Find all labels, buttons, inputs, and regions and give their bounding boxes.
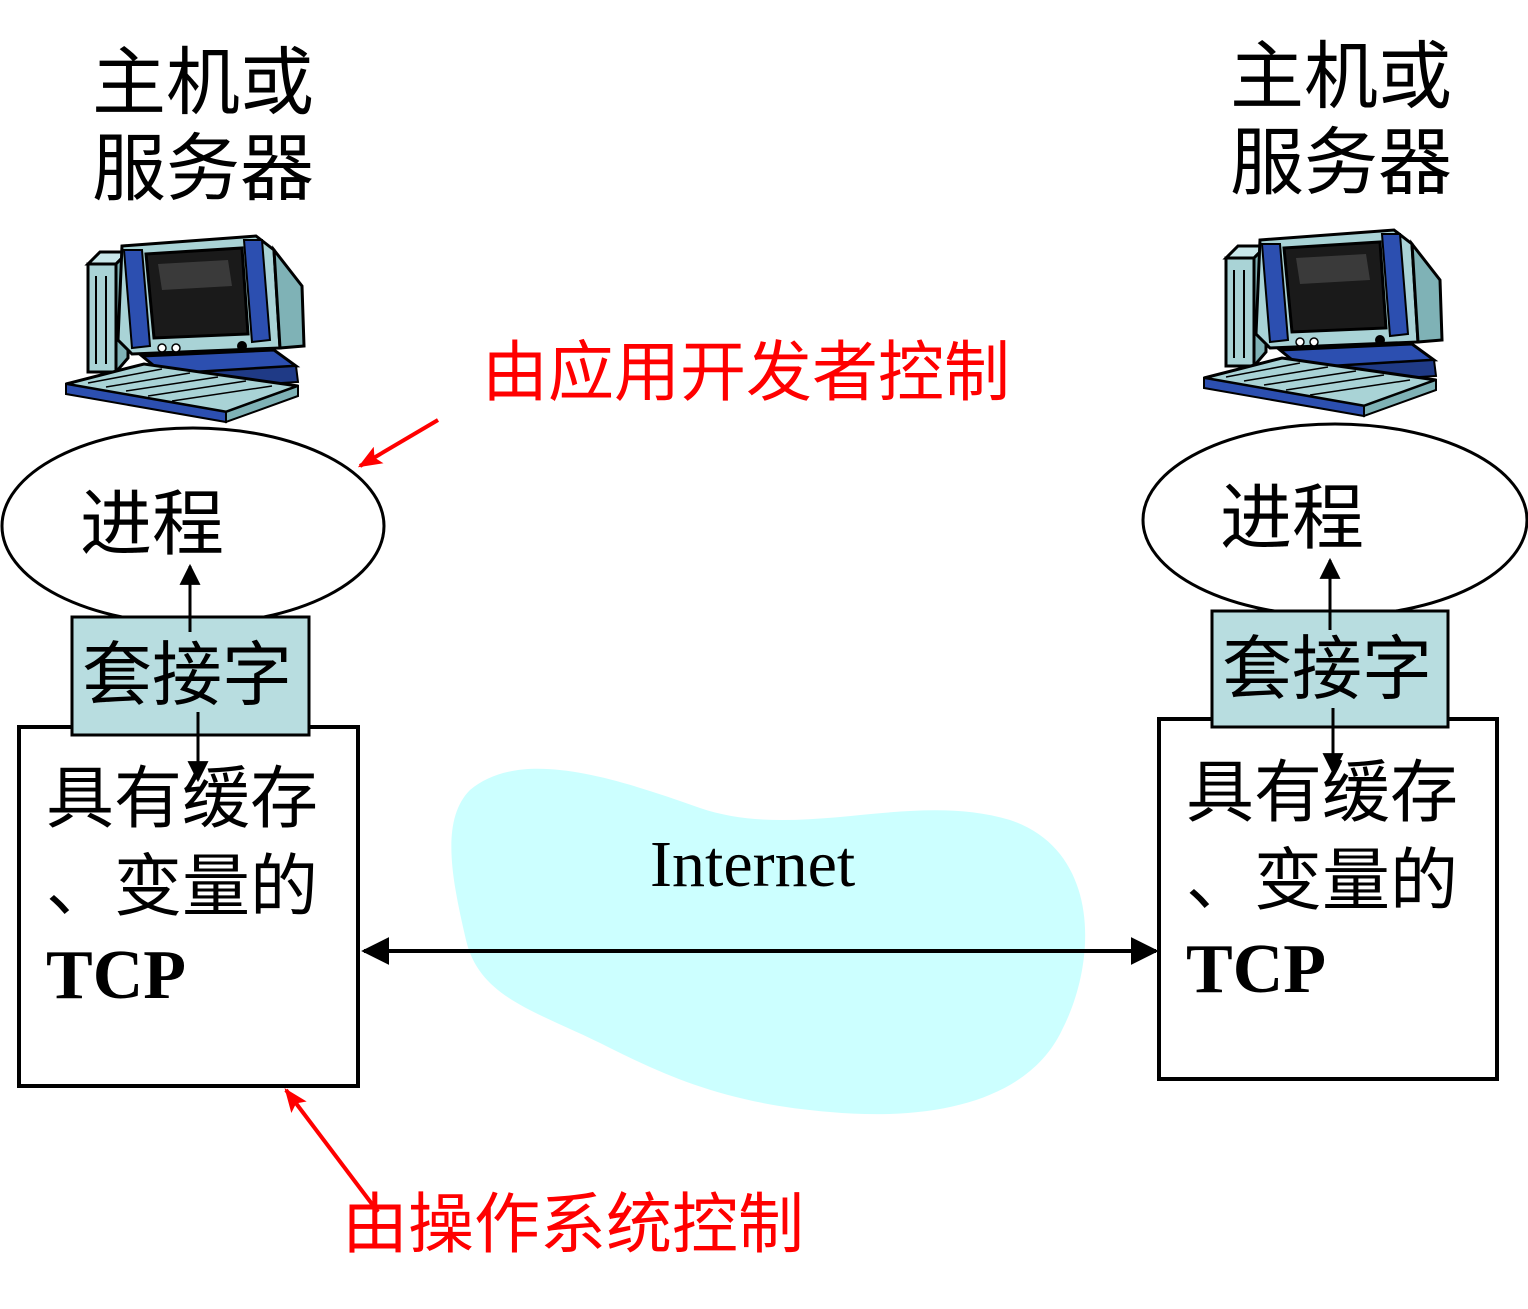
left-tcp-line2: 、变量的 bbox=[46, 848, 319, 927]
right-host-label: 主机或 服务器 bbox=[1230, 34, 1452, 206]
left-process-label: 进程 bbox=[80, 482, 225, 566]
app-control-annotation: 由应用开发者控制 bbox=[482, 334, 1010, 411]
left-tcp-box bbox=[17, 725, 360, 1088]
right-process-label: 进程 bbox=[1220, 476, 1365, 560]
left-socket-label: 套接字 bbox=[82, 634, 292, 716]
left-tcp-text: 具有缓存 、变量的 TCP bbox=[46, 756, 318, 1020]
left-host-label-line2: 服务器 bbox=[92, 126, 314, 212]
left-computer-icon bbox=[64, 234, 306, 424]
os-control-arrow bbox=[284, 1088, 380, 1214]
left-tcp-line1: 具有缓存 bbox=[46, 760, 319, 839]
right-computer-icon bbox=[1202, 228, 1444, 418]
internet-label: Internet bbox=[650, 828, 856, 901]
right-tcp-line1: 具有缓存 bbox=[1186, 754, 1459, 833]
right-tcp-line3: TCP bbox=[1186, 931, 1326, 1008]
os-control-annotation: 由操作系统控制 bbox=[342, 1186, 804, 1263]
right-socket-label: 套接字 bbox=[1222, 628, 1432, 710]
right-tcp-box bbox=[1157, 717, 1499, 1081]
right-host-label-line1: 主机或 bbox=[1230, 34, 1452, 120]
app-control-arrow bbox=[357, 418, 440, 468]
left-tcp-line3: TCP bbox=[46, 937, 186, 1014]
right-tcp-text: 具有缓存 、变量的 TCP bbox=[1186, 750, 1458, 1014]
right-host-label-line2: 服务器 bbox=[1230, 120, 1452, 206]
internet-cloud bbox=[451, 768, 1086, 1115]
left-host-label-line1: 主机或 bbox=[92, 40, 314, 126]
right-tcp-line2: 、变量的 bbox=[1186, 842, 1459, 921]
left-host-label: 主机或 服务器 bbox=[92, 40, 314, 212]
